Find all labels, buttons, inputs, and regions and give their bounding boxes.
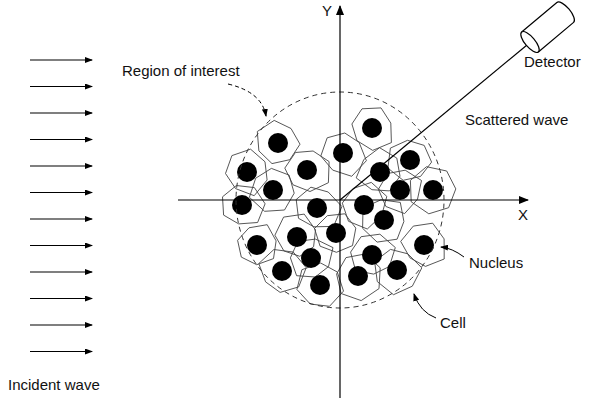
nucleus-dot xyxy=(287,227,307,247)
cell-outline xyxy=(401,223,445,266)
incident-arrow xyxy=(30,271,92,272)
incident-arrow xyxy=(30,218,92,219)
nucleus-dot xyxy=(232,195,252,215)
region-leader xyxy=(228,84,266,116)
nucleus-dot xyxy=(307,198,327,218)
incident-arrow xyxy=(30,324,92,325)
nucleus-dot xyxy=(333,143,353,163)
cell-outline xyxy=(223,186,266,224)
part-label: Nucleus xyxy=(467,254,525,272)
cell-outline xyxy=(388,140,432,180)
nucleus-dot xyxy=(268,133,288,153)
nucleus-dot xyxy=(362,245,382,265)
nucleus-dot xyxy=(263,180,283,200)
incident-arrow xyxy=(30,351,92,352)
nucleus-dot xyxy=(348,266,368,286)
nucleus-leader xyxy=(441,247,464,257)
nucleus-dot xyxy=(297,160,317,180)
nucleus-dot xyxy=(374,210,394,230)
nucleus-dot xyxy=(247,235,267,255)
cell-outline xyxy=(410,167,455,214)
nucleus-dot xyxy=(400,150,420,170)
cell-outline xyxy=(352,108,392,150)
incident-arrow xyxy=(30,139,92,140)
incident-arrow xyxy=(30,112,92,113)
incident-wave-arrows xyxy=(30,60,92,352)
nucleus-dot xyxy=(354,195,374,215)
incident-arrow xyxy=(30,298,92,299)
nucleus-dot xyxy=(390,180,410,200)
incident-arrow xyxy=(30,165,92,166)
incident-arrow xyxy=(30,59,92,60)
axis-label: Y xyxy=(320,2,334,20)
nucleus-dot xyxy=(387,260,407,280)
incident-arrow xyxy=(30,192,92,193)
nucleus-dot xyxy=(362,118,382,138)
nucleus-dot xyxy=(326,223,346,243)
cell-outline xyxy=(259,250,306,293)
cell-outline xyxy=(285,151,329,192)
nucleus-dot xyxy=(310,275,330,295)
detector-label: Detector xyxy=(522,53,583,71)
nucleus-dot xyxy=(272,261,292,281)
ray-label: Scattered wave xyxy=(463,111,570,129)
detector-symbol xyxy=(518,0,578,55)
cell-leader xyxy=(414,294,436,318)
nucleus-dot xyxy=(237,162,257,182)
x-axis xyxy=(178,199,528,200)
nucleus-dot xyxy=(423,180,443,200)
incident-arrow xyxy=(30,245,92,246)
part-label: Cell xyxy=(438,314,468,332)
nucleus-dot xyxy=(301,248,321,268)
cell-outline xyxy=(296,187,342,227)
region-label: Region of interest xyxy=(120,62,242,80)
cell-cluster xyxy=(223,108,456,306)
wave-label: Incident wave xyxy=(6,376,102,394)
cell-outline xyxy=(315,214,356,253)
cell-outline xyxy=(238,225,277,265)
cell-outline xyxy=(297,263,344,306)
nucleus-dot xyxy=(414,235,434,255)
y-axis xyxy=(339,6,340,398)
axis-label: X xyxy=(516,206,530,224)
incident-arrow xyxy=(30,86,92,87)
